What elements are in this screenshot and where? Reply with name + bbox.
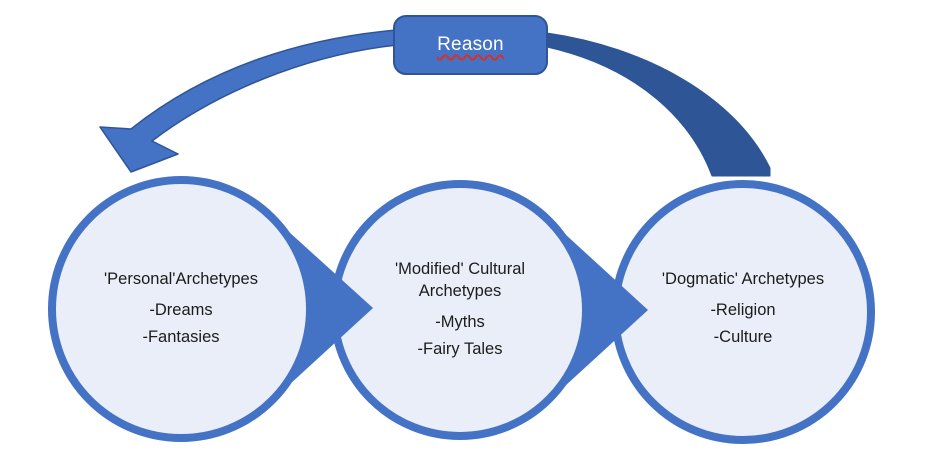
node-item: -Religion: [710, 301, 776, 319]
pointer-modified-to-dogmatic[interactable]: [565, 234, 648, 386]
node-title: 'Modified' Cultural Archetypes: [394, 260, 526, 300]
node-text-personal: 'Personal'Archetypes -Dreams -Fantasies: [61, 268, 301, 351]
right-curved-arrow[interactable]: [546, 32, 771, 177]
reason-label: Reason: [437, 34, 504, 55]
node-item: -Dreams: [149, 301, 213, 319]
reason-node[interactable]: Reason: [393, 15, 548, 75]
left-curved-arrow[interactable]: [99, 29, 398, 173]
circle-personal[interactable]: [48, 176, 314, 442]
node-item: -Fantasies: [142, 328, 220, 346]
node-item: -Myths: [435, 313, 485, 331]
node-title: 'Dogmatic' Archetypes: [661, 270, 825, 288]
node-title: 'Personal'Archetypes: [104, 270, 258, 288]
node-text-modified: 'Modified' Cultural Archetypes -Myths -F…: [365, 258, 555, 363]
node-text-dogmatic: 'Dogmatic' Archetypes -Religion -Culture: [623, 268, 863, 351]
node-item: -Fairy Tales: [417, 340, 503, 358]
node-item: -Culture: [713, 328, 773, 346]
pointer-personal-to-modified[interactable]: [289, 232, 373, 385]
